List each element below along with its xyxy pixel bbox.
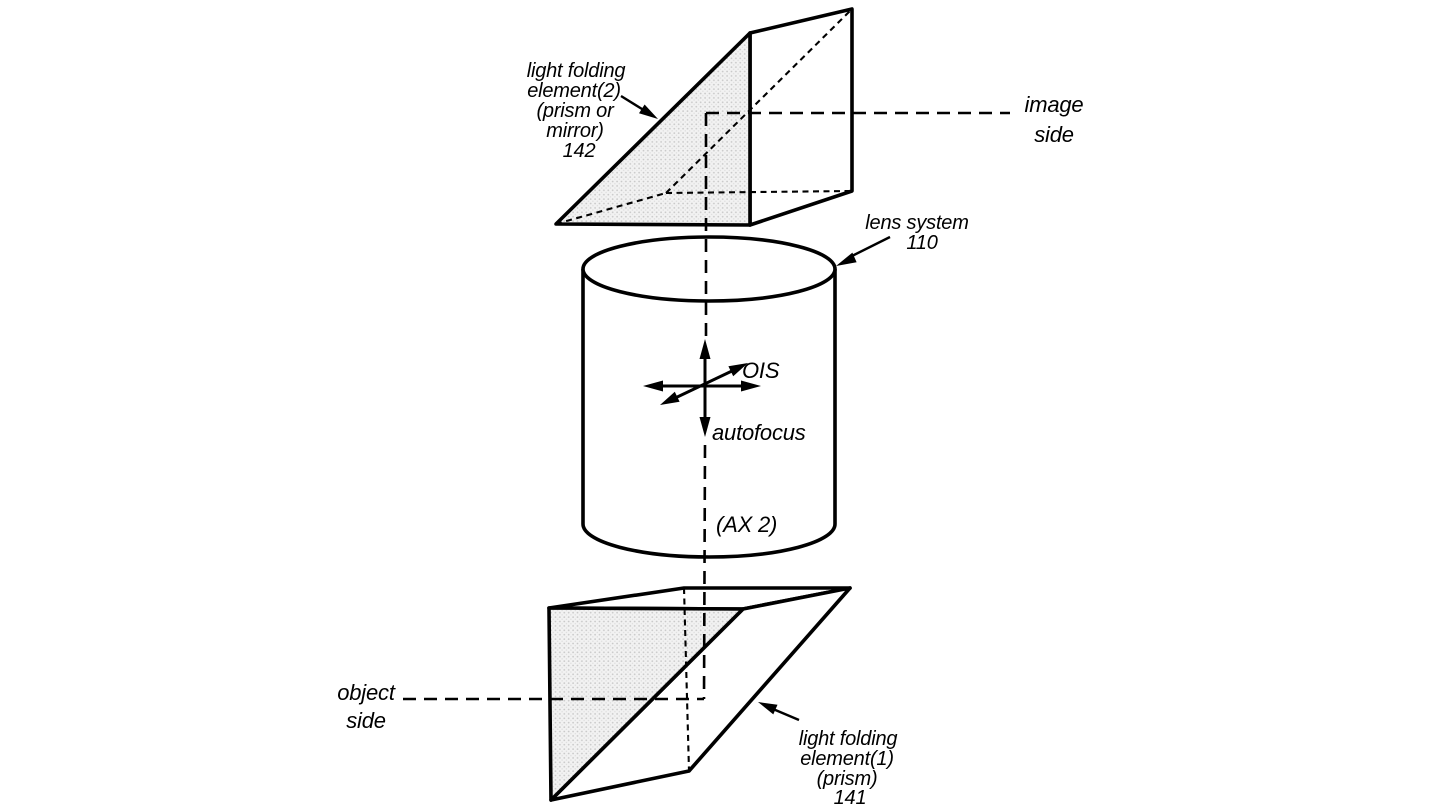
top-prism-label-line1: light folding xyxy=(527,60,626,82)
image-side-label-line1: image xyxy=(1025,92,1084,117)
top-prism-label-ref: 142 xyxy=(563,140,596,162)
ois-autofocus-arrows xyxy=(643,339,761,437)
lens-leader xyxy=(851,235,891,258)
bottom-prism-leader xyxy=(772,707,800,722)
bottom-prism-front-face xyxy=(547,606,745,802)
bottom-prism-leader-arrowhead xyxy=(758,702,778,715)
top-prism-label-line4: mirror) xyxy=(546,120,603,142)
bottom-prism-label-ref: 141 xyxy=(834,787,867,809)
arrowhead-up xyxy=(699,339,711,359)
arrowhead-left xyxy=(643,380,663,392)
arrowhead-diag-upper xyxy=(728,363,748,377)
bottom-prism-hidden-edge xyxy=(682,587,691,772)
object-side-label-line2: side xyxy=(346,708,386,733)
optical-path xyxy=(403,111,1010,701)
autofocus-label: autofocus xyxy=(712,420,806,445)
top-prism-hidden-edges xyxy=(555,8,853,226)
lens-system-ref: 110 xyxy=(906,232,937,254)
arrowhead-down xyxy=(699,417,711,437)
top-prism xyxy=(554,7,854,227)
lens-top-ellipse xyxy=(581,235,837,303)
ois-diagonal-shaft xyxy=(671,369,734,401)
arrowhead-right xyxy=(741,380,761,392)
bottom-prism-label-line1: light folding xyxy=(799,728,898,750)
arrowhead-diag-lower xyxy=(660,391,680,405)
top-prism-front-face xyxy=(554,31,752,227)
lens-body xyxy=(581,269,837,559)
labels: light folding element(2) (prism or mirro… xyxy=(337,60,1083,809)
lens-leader-arrowhead xyxy=(836,252,857,266)
optical-axis-label: (AX 2) xyxy=(716,512,777,537)
top-prism-label-line2: element(2) xyxy=(527,80,621,102)
top-prism-label-line3: (prism or xyxy=(536,100,615,122)
lens-cylinder xyxy=(581,235,837,559)
image-side-label-line2: side xyxy=(1034,122,1074,147)
ois-label: OIS xyxy=(742,358,780,383)
object-side-label-line1: object xyxy=(337,680,396,705)
bottom-prism xyxy=(547,586,852,802)
bottom-prism-label-line3: (prism) xyxy=(817,768,878,790)
lens-system-label: lens system xyxy=(865,212,968,234)
optical-axis-lower xyxy=(702,444,707,700)
leader-lines xyxy=(620,94,891,722)
bottom-prism-label-line2: element(1) xyxy=(800,748,894,770)
top-prism-leader-arrowhead xyxy=(639,104,658,119)
